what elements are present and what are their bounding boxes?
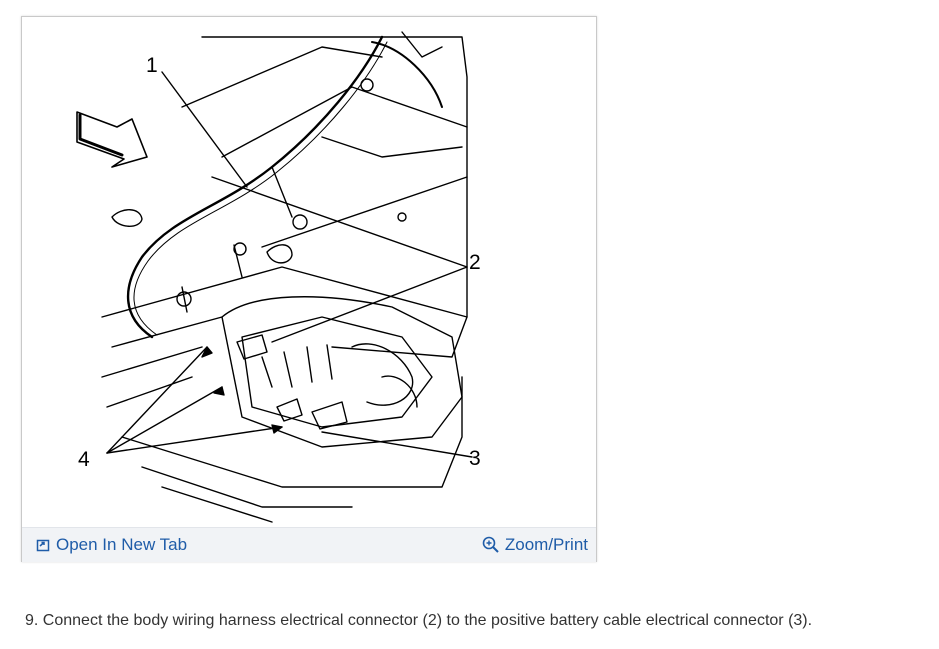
open-in-new-tab-label: Open In New Tab <box>56 535 188 554</box>
instruction-step: 9. Connect the body wiring harness elect… <box>25 612 813 629</box>
callout-4: 4 <box>78 448 90 471</box>
wiring-harness-diagram: 1 2 3 4 <box>22 17 596 527</box>
callout-2: 2 <box>469 251 481 274</box>
zoom-in-icon <box>482 536 499 553</box>
figure-toolbar: Open In New Tab Zoom/Print <box>22 527 596 562</box>
callout-3: 3 <box>469 447 481 470</box>
zoom-print-link[interactable]: Zoom/Print <box>482 535 588 555</box>
callout-1: 1 <box>146 54 158 77</box>
open-in-new-tab-icon <box>36 539 50 551</box>
open-in-new-tab-link[interactable]: Open In New Tab <box>36 535 187 555</box>
zoom-print-label: Zoom/Print <box>504 535 588 554</box>
figure-container: 1 2 3 4 Open In New Tab Zoom/Print <box>21 16 597 562</box>
